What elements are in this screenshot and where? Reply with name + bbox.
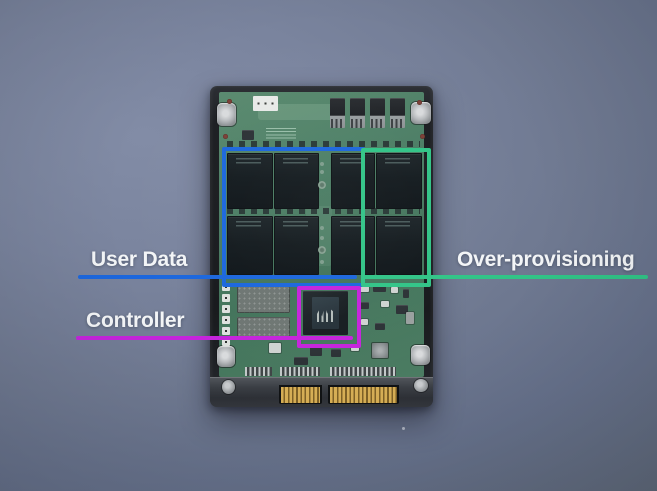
nand-chip bbox=[376, 153, 422, 209]
test-point bbox=[320, 236, 324, 240]
ssd-drive bbox=[210, 86, 433, 407]
nand-chip bbox=[274, 216, 319, 275]
mosfet bbox=[370, 98, 385, 128]
dust-speck bbox=[402, 427, 405, 430]
voltage-regulator bbox=[372, 343, 388, 358]
fiducial-dot bbox=[420, 134, 425, 139]
test-point bbox=[320, 162, 324, 166]
nand-chip bbox=[376, 216, 422, 275]
gold-pins bbox=[330, 387, 397, 403]
smd-component bbox=[269, 343, 281, 353]
silkscreen-text bbox=[266, 128, 296, 139]
smd-component bbox=[351, 345, 359, 351]
nand-chip bbox=[331, 153, 375, 209]
fiducial-dot bbox=[223, 134, 228, 139]
over-provisioning-region-box bbox=[361, 148, 431, 287]
solder-pad-row bbox=[227, 208, 420, 214]
controller-chip bbox=[303, 291, 348, 335]
nand-chip bbox=[331, 216, 375, 275]
smd-component bbox=[360, 285, 369, 292]
sata-data-connector bbox=[279, 385, 322, 404]
fiducial-dot bbox=[417, 100, 422, 105]
small-ic bbox=[242, 130, 254, 140]
mounting-post bbox=[411, 345, 430, 365]
over-provisioning-underline bbox=[361, 275, 648, 279]
mounting-post bbox=[411, 102, 431, 124]
gold-pins bbox=[281, 387, 320, 403]
controller-underline bbox=[76, 336, 353, 340]
mounting-post bbox=[217, 346, 235, 367]
nand-chip bbox=[227, 153, 273, 209]
mounting-post bbox=[217, 103, 236, 126]
nand-chip bbox=[274, 153, 319, 209]
through-hole-pins bbox=[330, 367, 396, 376]
over-provisioning-label: Over-provisioning bbox=[457, 248, 635, 271]
smd-component bbox=[403, 289, 409, 298]
user-data-label: User Data bbox=[91, 248, 188, 271]
test-pad-column bbox=[222, 283, 230, 347]
through-hole-pins bbox=[280, 367, 320, 376]
controller-region-box bbox=[297, 286, 361, 348]
smd-component bbox=[331, 349, 341, 357]
pcb-highlight bbox=[258, 104, 342, 120]
oscillator-chip bbox=[253, 96, 278, 111]
smd-component bbox=[375, 323, 385, 330]
smd-component bbox=[406, 312, 414, 324]
controller-label: Controller bbox=[86, 309, 185, 332]
fiducial-dot bbox=[227, 99, 232, 104]
mosfet bbox=[350, 98, 365, 128]
via-hole bbox=[318, 246, 326, 254]
smd-component bbox=[396, 305, 408, 314]
controller-die bbox=[312, 297, 339, 329]
smd-component bbox=[294, 357, 308, 365]
frame-screw bbox=[222, 380, 235, 394]
dram-chip bbox=[237, 286, 290, 313]
test-point bbox=[320, 170, 324, 174]
smd-component bbox=[361, 319, 368, 325]
mosfet bbox=[390, 98, 405, 128]
smd-component bbox=[359, 302, 369, 309]
test-point bbox=[320, 260, 324, 264]
user-data-underline bbox=[78, 275, 357, 279]
dram-chip bbox=[237, 317, 290, 339]
test-point bbox=[320, 226, 324, 230]
smd-component bbox=[373, 283, 386, 292]
via-hole bbox=[318, 181, 326, 189]
nand-chip bbox=[227, 216, 273, 275]
through-hole-pins bbox=[245, 367, 272, 376]
frame-screw bbox=[414, 379, 428, 392]
mosfet bbox=[330, 98, 345, 128]
solder-pad-row bbox=[227, 141, 420, 147]
user-data-region-box bbox=[222, 147, 365, 287]
smd-component bbox=[391, 287, 398, 293]
sata-power-connector bbox=[328, 385, 399, 404]
smd-component bbox=[381, 301, 389, 307]
